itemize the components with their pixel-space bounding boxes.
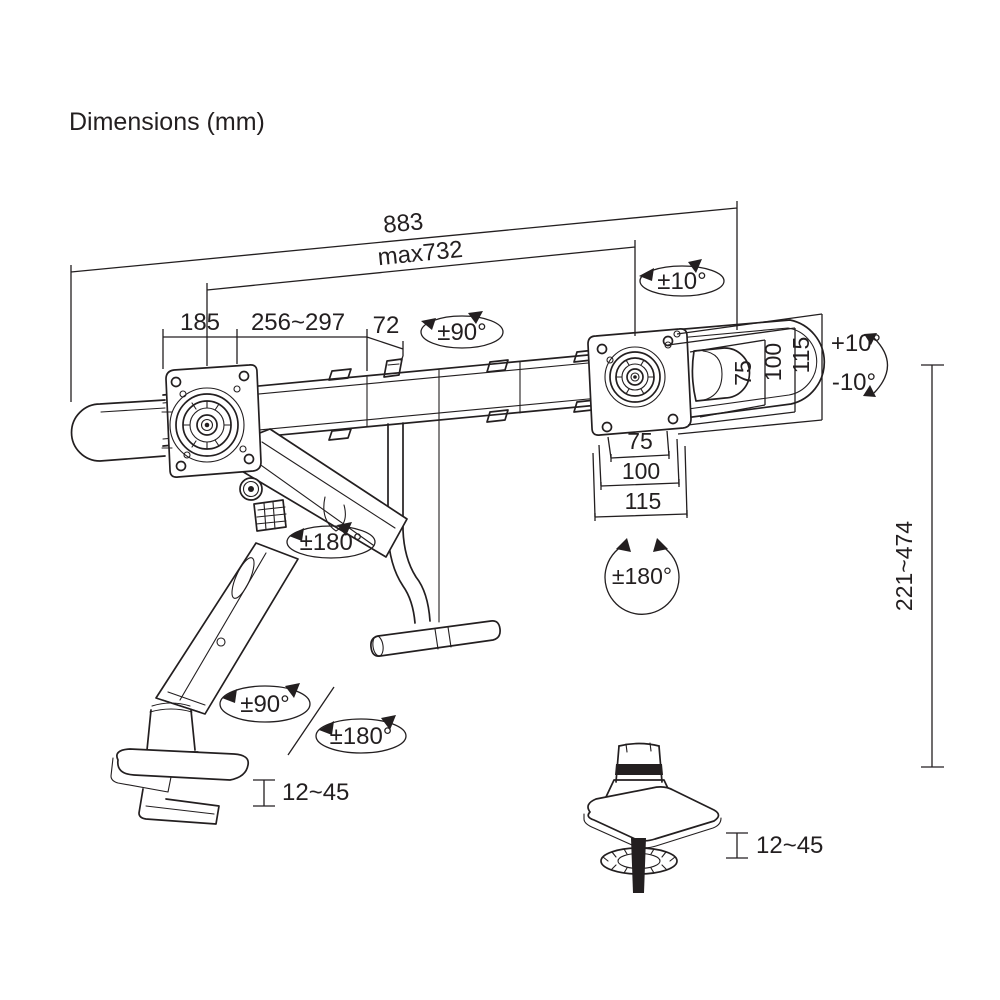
rotation-base: ±180° — [315, 715, 407, 754]
dim-vesa-right-h115-label: 115 — [625, 488, 662, 514]
tilt-range: +10° -10° — [831, 330, 888, 397]
tilt-up-label: +10° — [831, 330, 881, 357]
dim-vesa-right-v100-label: 100 — [760, 343, 786, 381]
dim-vesa-offset-label: 185 — [180, 309, 220, 336]
dim-desk-thickness-right: 12~45 — [726, 832, 823, 859]
rotation-base-label: ±180° — [330, 723, 393, 750]
grommet-base-right — [583, 742, 722, 893]
dim-vesa-right-horizontal: 75 100 115 — [592, 428, 688, 521]
dim-arm-reach-label: 256~297 — [251, 309, 345, 336]
dimensions: 883 max732 185 256~297 72 ±90° ±10° — [70, 201, 944, 859]
dim-max-span: max732 — [206, 236, 636, 366]
dim-vesa-right-v75-label: 75 — [730, 360, 756, 386]
dim-desk-thickness-left: 12~45 — [253, 779, 349, 807]
crossbar-end-paddle — [672, 319, 826, 420]
dim-left-widths: 185 256~297 72 — [162, 309, 404, 371]
rotation-base-swivel-label: ±90° — [240, 691, 289, 718]
rotation-screen-label: ±180° — [612, 563, 672, 589]
rotation-screen: ±180° — [604, 538, 680, 615]
vesa-plate-left — [161, 364, 262, 478]
handle-bar — [370, 620, 501, 657]
dim-vesa-right-vertical: 75 100 115 — [667, 313, 823, 435]
tilt-down-label: -10° — [832, 369, 876, 396]
dim-overall-width-label: 883 — [382, 208, 424, 239]
rotation-arm-label: ±180° — [300, 529, 363, 556]
dim-vesa-right-h100-label: 100 — [622, 458, 660, 484]
rotation-head-swivel: ±90° — [420, 311, 504, 349]
page-title: Dimensions (mm) — [69, 108, 265, 136]
dim-height-range: 221~474 — [891, 364, 944, 768]
vesa-joint-right — [604, 346, 666, 408]
rotation-arm: ±180° — [286, 522, 376, 559]
dim-vesa-right-h75-label: 75 — [627, 428, 653, 454]
dim-desk-thickness-right-label: 12~45 — [756, 832, 823, 859]
cable-rod-and-handle — [370, 420, 501, 657]
dim-desk-thickness-left-label: 12~45 — [282, 779, 349, 806]
dim-overall-width: 883 — [70, 201, 738, 402]
divider-slash — [287, 686, 335, 756]
vesa-joint-left — [169, 387, 245, 463]
rotation-base-swivel: ±90° — [219, 683, 311, 723]
rotation-crossbar-tilt-label: ±10° — [657, 268, 706, 295]
desk-clamp-base-left — [110, 748, 250, 825]
dim-center-width-label: 72 — [373, 312, 400, 339]
dim-height-range-label: 221~474 — [891, 521, 917, 611]
vesa-plate-right — [587, 328, 692, 436]
rotation-crossbar-tilt: ±10° — [639, 259, 725, 297]
dim-vesa-right-v115-label: 115 — [788, 337, 814, 374]
rotation-head-swivel-label: ±90° — [437, 319, 486, 346]
grommet-bolt — [631, 838, 646, 893]
